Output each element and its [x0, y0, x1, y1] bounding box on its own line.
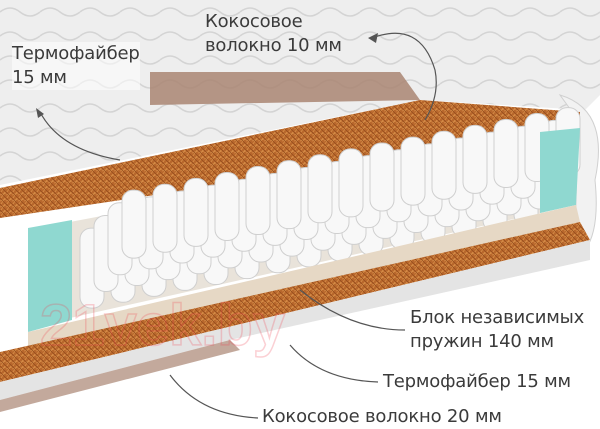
spring-pocket [400, 136, 426, 206]
spring-pocket [245, 166, 271, 236]
arrow-top-thermofiber [39, 111, 121, 161]
spring-pocket [493, 118, 519, 188]
spring-pocket [121, 189, 147, 259]
label-line: волокно 10 мм [205, 35, 342, 56]
callout-arrows [39, 32, 437, 419]
label-line: пружин 140 мм [410, 331, 554, 352]
spring-pocket [462, 124, 488, 194]
label-top-thermofiber: Термофайбер 15 мм [12, 42, 140, 90]
arrow-bottom-coconut [169, 374, 259, 419]
label-bottom-coconut: Кокосовое волокно 20 мм [262, 406, 502, 427]
right-foam-side [540, 128, 580, 213]
spring-pocket [338, 148, 364, 218]
bottom-coconut-layer [0, 222, 590, 382]
arrow-top-coconut [371, 32, 437, 121]
spring-pocket [183, 177, 209, 247]
label-line: Термофайбер [12, 43, 140, 64]
label-line: Блок независимых [410, 307, 585, 328]
top-coconut-layer [0, 100, 580, 218]
spring-pocket [152, 183, 178, 253]
left-foam-side [28, 220, 72, 332]
spring-pocket [307, 154, 333, 224]
label-line: 15 мм [12, 67, 67, 88]
spring-pocket [276, 160, 302, 230]
label-line: Кокосовое [205, 11, 303, 32]
spring-pocket [214, 171, 240, 241]
label-bottom-thermofiber: Термофайбер 15 мм [383, 371, 571, 392]
watermark: 21vek.by [40, 293, 285, 358]
arrow-spring-block [299, 289, 406, 331]
bottom-cover [0, 240, 590, 400]
label-spring-block: Блок независимых пружин 140 мм [410, 306, 584, 354]
springs [79, 107, 581, 309]
arrow-bottom-thermofiber [289, 344, 379, 383]
spring-pocket [431, 130, 457, 200]
top-thermofiber-layer [150, 72, 420, 105]
spring-pocket [369, 142, 395, 212]
label-top-coconut: Кокосовое волокно 10 мм [205, 10, 342, 58]
bottom-base [0, 340, 240, 412]
